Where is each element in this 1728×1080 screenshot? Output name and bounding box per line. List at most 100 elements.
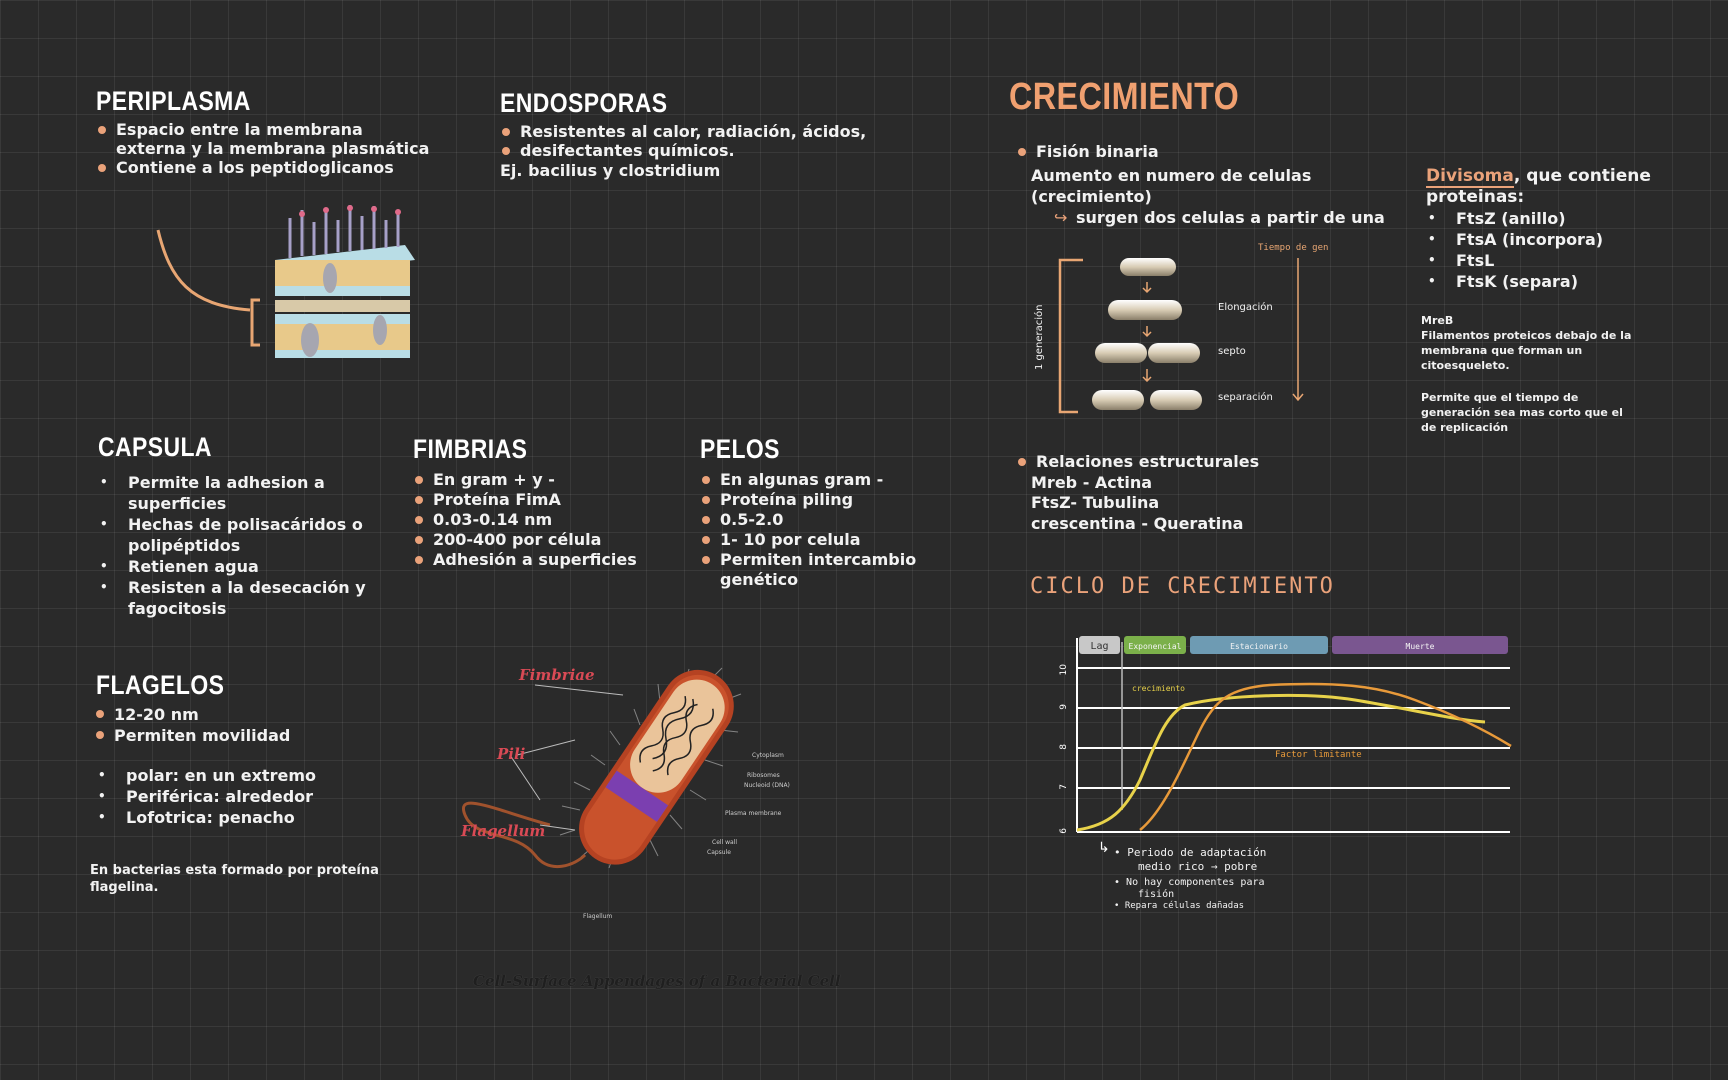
list-item: Periférica: alrededor: [96, 786, 316, 807]
crecimiento-line3: surgen dos celulas a partir de una: [1076, 208, 1385, 227]
flagelos-types: polar: en un extremo Periférica: alreded…: [96, 765, 316, 828]
pelos-list: En algunas gram - Proteína piling 0.5-2.…: [700, 470, 920, 590]
note-item: • No hay componentes para: [1114, 877, 1265, 888]
small-label: Cell wall: [712, 839, 738, 846]
bacteria-illustration: [462, 667, 742, 869]
factor-limitante-label: Factor limitante: [1275, 750, 1362, 760]
list-item: Retienen agua: [98, 556, 378, 577]
note-text: medio rico → pobre: [1138, 860, 1258, 873]
fimbriae-label: Fimbriae: [519, 666, 595, 684]
fimbrias-title: FIMBRIAS: [413, 434, 528, 464]
list-item: Resisten a la desecación y fagocitosis: [98, 577, 368, 619]
y-tick-label: 8: [1059, 744, 1069, 750]
stage-label: separación: [1218, 392, 1273, 403]
relaciones-item: Mreb - Actina: [1031, 473, 1153, 492]
crecimiento-title: CRECIMIENTO: [1009, 76, 1240, 118]
list-item: FtsZ (anillo): [1426, 208, 1603, 229]
fimbrias-list: En gram + y - Proteína FimA 0.03-0.14 nm…: [413, 470, 637, 570]
y-tick-label: 9: [1059, 704, 1069, 710]
list-item: En gram + y -: [413, 470, 637, 490]
endosporas-example: Ej. bacilius y clostridium: [500, 161, 721, 180]
ciclo-title: CICLO DE CRECIMIENTO: [1030, 574, 1335, 599]
list-item: Lofotrica: penacho: [96, 807, 316, 828]
generation-label: 1 generación: [1034, 304, 1045, 370]
fision-binaria: Fisión binaria: [1016, 142, 1159, 161]
periplasma-list: Espacio entre la membrana externa y la m…: [96, 120, 436, 177]
mreb-text: membrana que forman un: [1421, 344, 1583, 357]
small-label: Capsule: [707, 849, 731, 856]
list-item: desifectantes químicos.: [500, 141, 866, 160]
small-label: Plasma membrane: [725, 810, 782, 817]
phase-segment: [1079, 636, 1120, 654]
list-item: Fisión binaria: [1016, 142, 1159, 161]
periplasma-title: PERIPLASMA: [96, 86, 251, 116]
mreb-title: MreB: [1421, 314, 1454, 327]
y-tick-label: 7: [1059, 784, 1069, 790]
endosporas-title: ENDOSPORAS: [500, 88, 668, 118]
flagelos-note: En bacterias esta formado por proteína f…: [90, 863, 379, 895]
cell-envelope-illustration: [156, 205, 415, 358]
flagellum-label: Flagellum: [461, 822, 546, 840]
small-label: Nucleoid (DNA): [744, 782, 790, 789]
list-item: Espacio entre la membrana externa y la m…: [96, 120, 436, 158]
hook-arrow-icon: ↳: [1098, 840, 1110, 856]
mreb-text: citoesqueleto.: [1421, 359, 1510, 372]
list-item: Resistentes al calor, radiación, ácidos,: [500, 122, 866, 141]
growth-curve-chart: Lag Exponencial Estacionario Muerte 10 9 8 7 6: [1059, 636, 1512, 834]
list-item: FtsA (incorpora): [1426, 229, 1603, 250]
note-text: fisión: [1138, 889, 1175, 900]
stage-label: septo: [1218, 346, 1246, 357]
divisoma-line2: proteinas:: [1426, 187, 1525, 207]
small-label: Cytoplasm: [752, 752, 784, 759]
small-label: Ribosomes: [747, 772, 780, 779]
crecimiento-line2: (crecimiento): [1031, 187, 1152, 206]
list-item: 12-20 nm: [94, 704, 290, 725]
permite-text: de replicación: [1421, 421, 1509, 434]
note-text: Repara células dañadas: [1124, 901, 1245, 911]
list-item: Permite la adhesion a superficies: [98, 472, 368, 514]
list-item: En algunas gram -: [700, 470, 920, 490]
endosporas-list: Resistentes al calor, radiación, ácidos,…: [500, 122, 866, 180]
capsula-title: CAPSULA: [98, 432, 212, 462]
phase-segment: [1190, 636, 1328, 654]
crecimiento-curve-label: crecimiento: [1132, 684, 1185, 693]
list-item: 200-400 por célula: [413, 530, 637, 550]
list-item: Proteína FimA: [413, 490, 637, 510]
y-tick-label: 10: [1059, 664, 1069, 676]
list-item: Proteína piling: [700, 490, 920, 510]
list-item: Permiten intercambio genético: [700, 550, 920, 590]
y-tick-label: 6: [1059, 828, 1069, 834]
list-item: FtsL: [1426, 250, 1603, 271]
phase-label: Estacionario: [1230, 642, 1288, 651]
flagelos-title: FLAGELOS: [96, 670, 225, 700]
list-item: 1- 10 por celula: [700, 530, 920, 550]
permite-text: Permite que el tiempo de: [1421, 391, 1579, 404]
relaciones-item: FtsZ- Tubulina: [1031, 493, 1160, 512]
note-item: • Periodo de adaptación: [1114, 846, 1267, 859]
figure-caption: Cell-Surface Appendages of a Bacterial C…: [473, 972, 841, 990]
list-item: Permiten movilidad: [94, 725, 290, 746]
phase-segment: [1332, 636, 1508, 654]
list-item: FtsK (separa): [1426, 271, 1603, 292]
binary-fission-diagram: [1058, 258, 1304, 414]
list-item: Adhesión a superficies: [413, 550, 637, 570]
list-item: polar: en un extremo: [96, 765, 316, 786]
note-text: Periodo de adaptación: [1127, 846, 1267, 859]
pili-label: Pili: [497, 745, 526, 763]
divisoma-heading: Divisoma, que contiene: [1426, 166, 1651, 188]
phase-label: Muerte: [1406, 642, 1435, 651]
phase-label: Exponencial: [1129, 642, 1182, 651]
mreb-text: Filamentos proteicos debajo de la: [1421, 329, 1632, 342]
phase-label: Lag: [1090, 641, 1108, 652]
note-item: • Repara células dañadas: [1114, 901, 1245, 911]
crecimiento-line1: Aumento en numero de celulas: [1031, 166, 1312, 185]
list-item: Relaciones estructurales: [1016, 452, 1259, 471]
divisoma-highlight: Divisoma: [1426, 166, 1514, 188]
pelos-title: PELOS: [700, 434, 780, 464]
tiempo-label: Tiempo de gen: [1258, 243, 1329, 253]
small-label: Flagellum: [583, 913, 613, 920]
relaciones-title: Relaciones estructurales: [1016, 452, 1259, 471]
relaciones-item: crescentina - Queratina: [1031, 514, 1244, 533]
permite-text: generación sea mas corto que el: [1421, 406, 1623, 419]
divisoma-proteins: FtsZ (anillo) FtsA (incorpora) FtsL FtsK…: [1426, 208, 1603, 292]
